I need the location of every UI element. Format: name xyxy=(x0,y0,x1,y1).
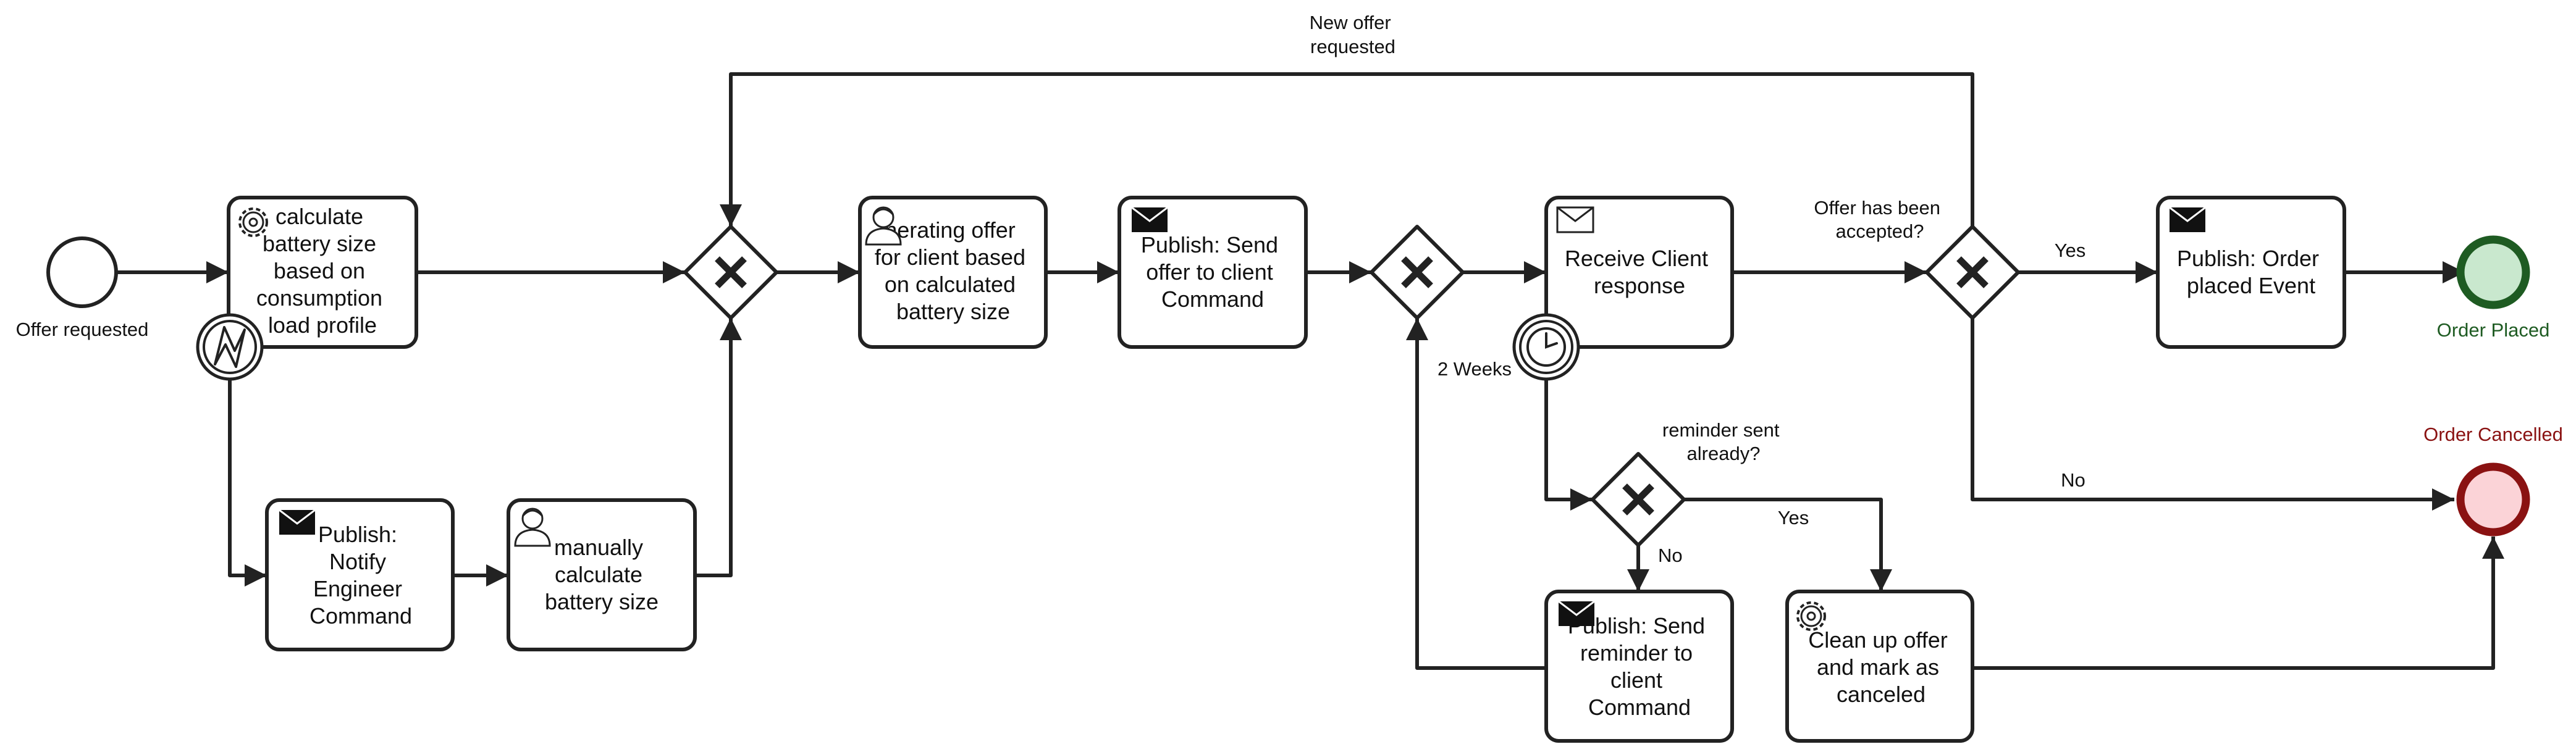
flow-cleanup-to-cancelled xyxy=(1972,537,2504,670)
task-calculate-battery-label: calculate battery size based on consumpt… xyxy=(256,204,389,338)
task-notify-engineer-label: Publish: Notify Engineer Command xyxy=(309,522,412,629)
x-gateway-icon xyxy=(715,256,747,288)
user-icon xyxy=(514,508,551,547)
task-order-placed-label: Publish: Order placed Event xyxy=(2177,246,2325,298)
start-event-circle[interactable] xyxy=(46,236,118,308)
envelope-icon xyxy=(1131,206,1168,232)
end-event-placed-circle[interactable] xyxy=(2456,235,2530,309)
task-manual-calculate[interactable]: manually calculate battery size xyxy=(507,498,697,651)
envelope-open-icon xyxy=(1556,206,1594,233)
envelope-icon xyxy=(1558,600,1595,626)
gateway-reminder-sent[interactable]: reminder sent already? xyxy=(1591,419,1785,547)
task-receive-response[interactable]: Receive Client response xyxy=(1544,196,1734,349)
flow-label-reminder-no: No xyxy=(1658,545,1683,566)
error-bolt-icon xyxy=(214,326,246,368)
end-event-order-cancelled[interactable]: Order Cancelled xyxy=(2423,424,2563,537)
task-send-offer[interactable]: Publish: Send offer to client Command xyxy=(1118,196,1308,349)
end-event-placed-label: Order Placed xyxy=(2437,319,2550,341)
x-gateway-icon xyxy=(1401,256,1433,288)
flow-accepted-no xyxy=(1971,318,2454,511)
task-receive-response-label: Receive Client response xyxy=(1565,246,1714,298)
task-send-reminder[interactable]: Publish: Send reminder to client Command xyxy=(1544,590,1734,743)
flow-manual-to-merge xyxy=(695,318,742,577)
x-gateway-icon xyxy=(1622,483,1654,516)
flow-timer-to-reminder-gateway xyxy=(1544,370,1593,511)
gateway-merge-calc[interactable] xyxy=(683,225,778,320)
timer-label: 2 Weeks xyxy=(1437,358,1512,380)
flow-label-new-offer: New offer requested xyxy=(1310,12,1397,57)
flow-error-to-notify xyxy=(228,370,267,587)
start-event[interactable]: Offer requested xyxy=(16,236,149,340)
start-event-label: Offer requested xyxy=(16,319,149,340)
task-notify-engineer[interactable]: Publish: Notify Engineer Command xyxy=(265,498,455,651)
boundary-error-event[interactable] xyxy=(196,313,264,381)
gateway-offer-accepted-label: Offer has been accepted? xyxy=(1814,197,1945,242)
sequence-flows xyxy=(116,72,2504,670)
end-event-order-placed[interactable]: Order Placed xyxy=(2437,235,2550,341)
gear-icon xyxy=(1796,601,1826,631)
flow-label-accepted-yes: Yes xyxy=(2055,240,2086,261)
clock-icon xyxy=(1526,327,1566,367)
task-clean-up-label: Clean up offer and mark as canceled xyxy=(1808,627,1954,707)
envelope-icon xyxy=(2169,206,2206,232)
flow-new-offer-loop xyxy=(720,72,1974,227)
flow-label-accepted-no: No xyxy=(2061,469,2086,491)
end-event-cancelled-circle[interactable] xyxy=(2456,462,2530,537)
boundary-timer-event[interactable]: 2 Weeks xyxy=(1437,313,1580,381)
task-generate-offer[interactable]: nerating offer for client based on calcu… xyxy=(858,196,1048,349)
task-clean-up[interactable]: Clean up offer and mark as canceled xyxy=(1785,590,1974,743)
task-manual-calculate-label: manually calculate battery size xyxy=(545,535,659,614)
task-calculate-battery[interactable]: calculate battery size based on consumpt… xyxy=(227,196,418,349)
envelope-icon xyxy=(279,509,316,535)
gear-icon xyxy=(238,207,268,237)
task-order-placed[interactable]: Publish: Order placed Event xyxy=(2156,196,2346,349)
x-gateway-icon xyxy=(1956,256,1989,288)
task-generate-offer-label: nerating offer for client based on calcu… xyxy=(875,217,1032,324)
flow-reminder-yes xyxy=(1684,498,1892,591)
gateway-reminder-sent-label: reminder sent already? xyxy=(1662,419,1785,464)
gateway-offer-accepted[interactable]: Offer has been accepted? xyxy=(1814,197,2020,320)
gateway-merge-offer[interactable] xyxy=(1370,225,1465,320)
user-icon xyxy=(865,206,902,246)
task-send-offer-label: Publish: Send offer to client Command xyxy=(1141,232,1284,312)
flow-reminder-back xyxy=(1406,318,1546,670)
end-event-cancelled-label: Order Cancelled xyxy=(2423,424,2563,445)
flow-label-reminder-yes: Yes xyxy=(1778,507,1809,528)
